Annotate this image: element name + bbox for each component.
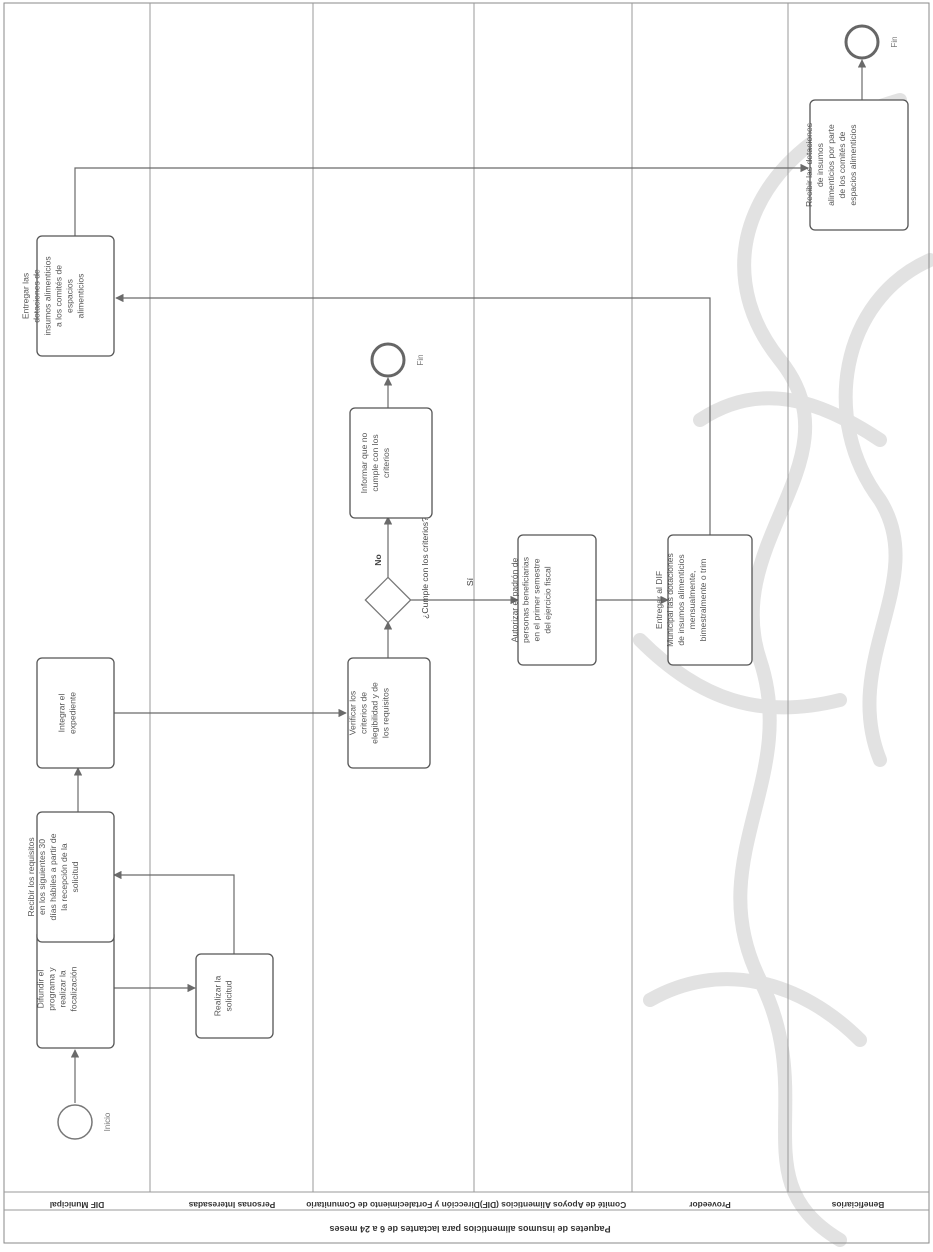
end-event-criteria-label: Fin [416, 354, 425, 365]
task-label-line: los requisitos [381, 688, 391, 738]
task-label-line: espacios [65, 279, 75, 313]
watermark-ornament [640, 100, 930, 1240]
start-event-label: Inicio [103, 1112, 112, 1131]
task-label-line: solicitud [70, 861, 80, 892]
task-label-line: Verificar los [348, 691, 358, 735]
task-recibir-dotaciones-label: Recibir las dotacionesde insumosalimenti… [804, 123, 858, 207]
task-label-line: personas beneficiarias [521, 557, 531, 643]
task-label-line: programa y [47, 967, 57, 1011]
task-label-line: Integrar el [57, 694, 67, 733]
task-verificar-criterios-label: Verificar loscriterios deelegibilidad y … [348, 682, 391, 744]
gateway-no-label: No [373, 554, 383, 565]
task-label-line: realizar la [58, 970, 68, 1007]
task-label-line: de insumos alimenticios [676, 554, 686, 645]
task-label-line: alimenticios [76, 274, 86, 319]
task-label-line: criterios [381, 448, 391, 478]
task-label-line: cumple con los [370, 434, 380, 491]
task-label-line: Realizar la [213, 975, 223, 1016]
lane-label-comite-apoyos: Comité de Apoyos Alimenticios (DIF) [480, 1200, 627, 1210]
task-label-line: de los comités de [837, 131, 847, 198]
task-label-line: a los comités de [54, 265, 64, 327]
diagram-title: Paquetes de insumos alimenticios para la… [329, 1224, 610, 1234]
task-label-line: bimestralmente o trim [698, 559, 708, 642]
gateway-yes-label: Sí [465, 577, 475, 586]
task-realizar-solicitud-label: Realizar lasolicitud [213, 975, 234, 1016]
task-integrar-expediente-label: Integrar elexpediente [57, 692, 78, 734]
task-label-line: focalización [69, 966, 79, 1011]
task-label-line: en el primer semestre [532, 558, 542, 641]
end-event-final-label: Fin [890, 36, 899, 47]
lane-label-proveedor: Proveedor [689, 1200, 731, 1210]
task-entregar-dif-label: Entregar al DIFMunicipal las dotacionesd… [654, 553, 708, 647]
task-label-line: del ejercicio fiscal [543, 566, 553, 633]
task-label-line: mensualmente, [687, 571, 697, 630]
lane-label-personas-interesadas: Personas Interesadas [188, 1200, 275, 1210]
task-label-line: Autorizar el padrón de [510, 558, 520, 643]
task-label-line: días hábiles a partir de [48, 833, 58, 920]
task-realizar-solicitud [196, 954, 273, 1038]
task-label-line: Entregar las [21, 273, 31, 319]
task-label-line: espacios alimenticios [848, 124, 858, 205]
task-label-line: Municipal las dotaciones [665, 553, 675, 647]
end-event-criteria-icon [372, 344, 404, 376]
task-label-line: dotaciones de [32, 269, 42, 323]
diagram-frame [4, 3, 929, 1243]
task-autorizar-padron-label: Autorizar el padrón depersonas beneficia… [510, 557, 553, 643]
start-event-icon [58, 1105, 92, 1139]
task-label-line: expediente [68, 692, 78, 734]
task-difundir-label: Difundir elprograma yrealizar lafocaliza… [36, 966, 79, 1011]
lane-label-beneficiarios: Beneficiarios [831, 1200, 884, 1210]
task-label-line: de insumos [815, 143, 825, 187]
flow-solicitud-to-recibir [114, 875, 234, 954]
task-label-line: Difundir el [36, 970, 46, 1009]
task-label-line: insumos alimenticios [43, 256, 53, 335]
task-label-line: alimenticios por parte [826, 124, 836, 206]
task-label-line: solicitud [224, 980, 234, 1011]
task-label-line: Informar que no [359, 432, 369, 493]
lane-label-dif-municipal: DIF Municipal [50, 1200, 104, 1210]
end-event-final-icon [846, 26, 878, 58]
flow-entregar-dotaciones-to-recibir [75, 168, 808, 236]
task-label-line: en los siguientes 30 [37, 839, 47, 915]
exclusive-gateway-icon [365, 577, 410, 622]
task-label-line: Recibir las dotaciones [804, 123, 814, 207]
task-label-line: Recibir los requisitos [26, 837, 36, 916]
gateway-question: ¿Cumple con los criterios? [420, 517, 430, 619]
lane-label-direccion-fortalecimiento: Dirección y Fortalecimiento de Comunitar… [306, 1200, 480, 1210]
task-label-line: criterios de [359, 692, 369, 734]
task-label-line: elegibilidad y de [370, 682, 380, 744]
task-label-line: la recepción de la [59, 843, 69, 911]
task-label-line: Entregar al DIF [654, 571, 664, 629]
